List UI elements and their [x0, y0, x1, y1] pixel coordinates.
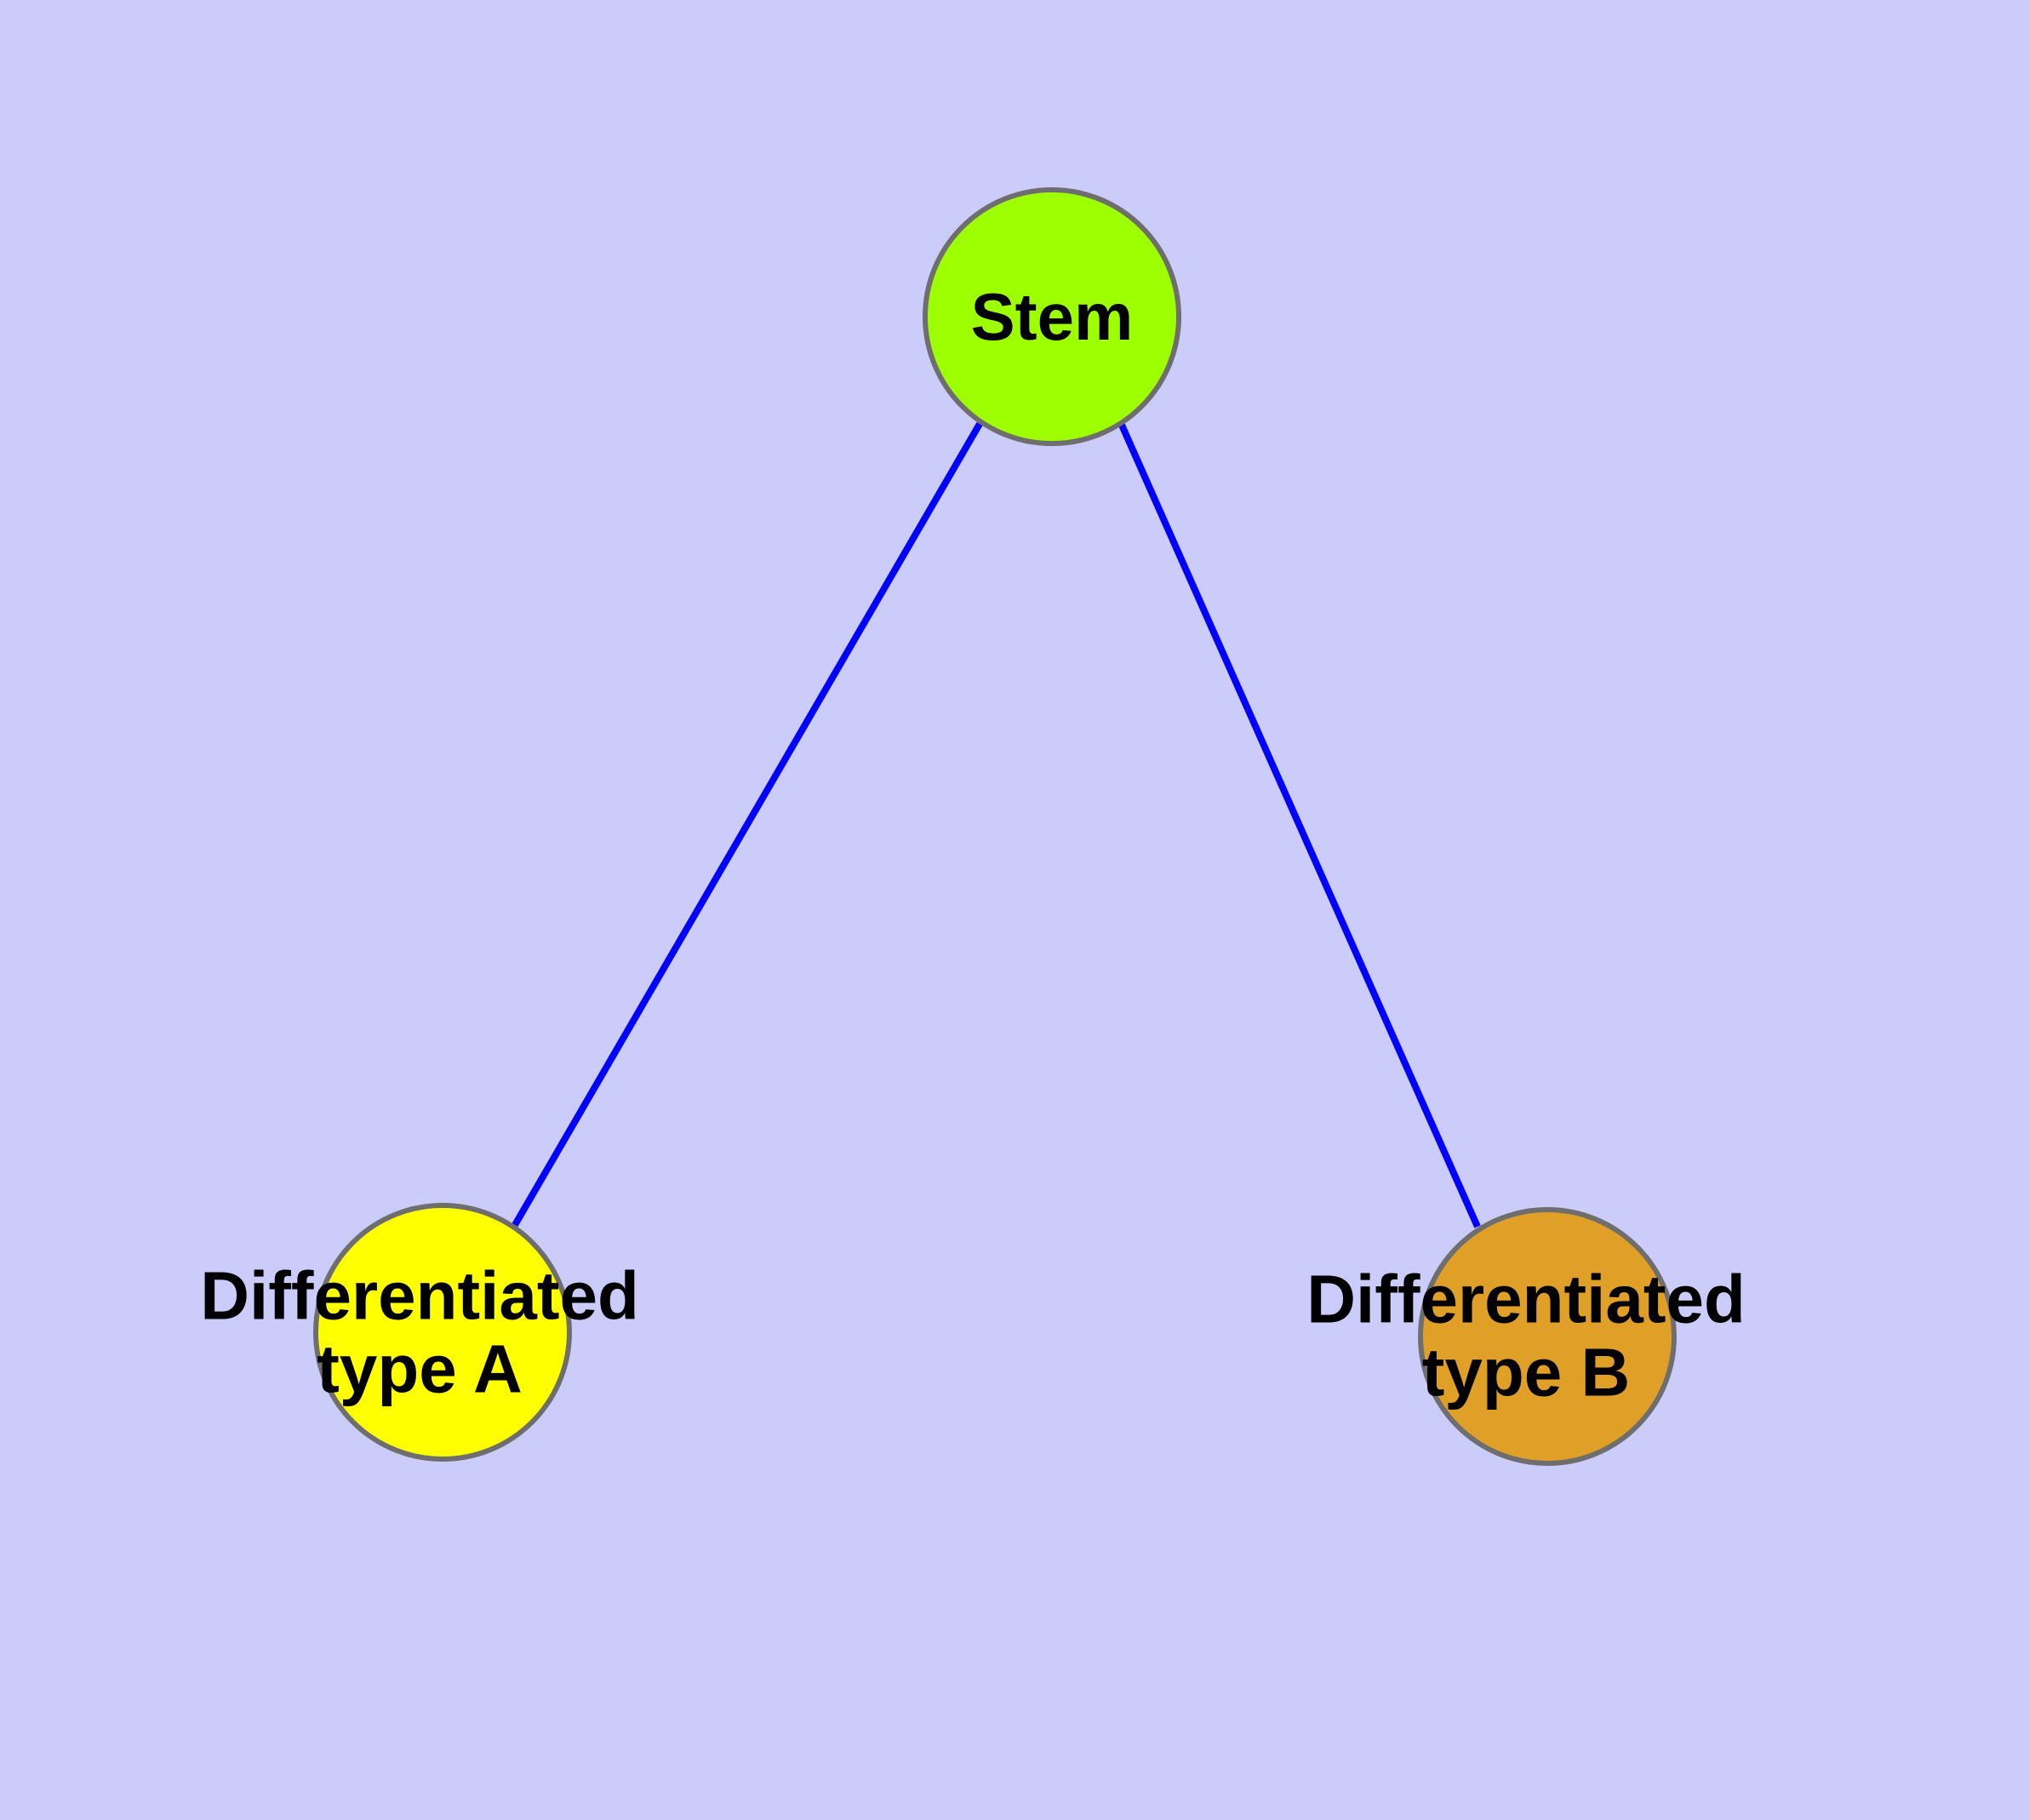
node-stem[interactable] [923, 187, 1181, 446]
node-differentiated-type-a[interactable] [313, 1203, 572, 1462]
edge-stem-to-type-a[interactable] [512, 421, 983, 1228]
edge-stem-to-type-b[interactable] [1117, 421, 1481, 1228]
node-layer [313, 187, 1677, 1466]
node-differentiated-type-b[interactable] [1418, 1207, 1677, 1466]
edge-layer [512, 421, 1481, 1228]
